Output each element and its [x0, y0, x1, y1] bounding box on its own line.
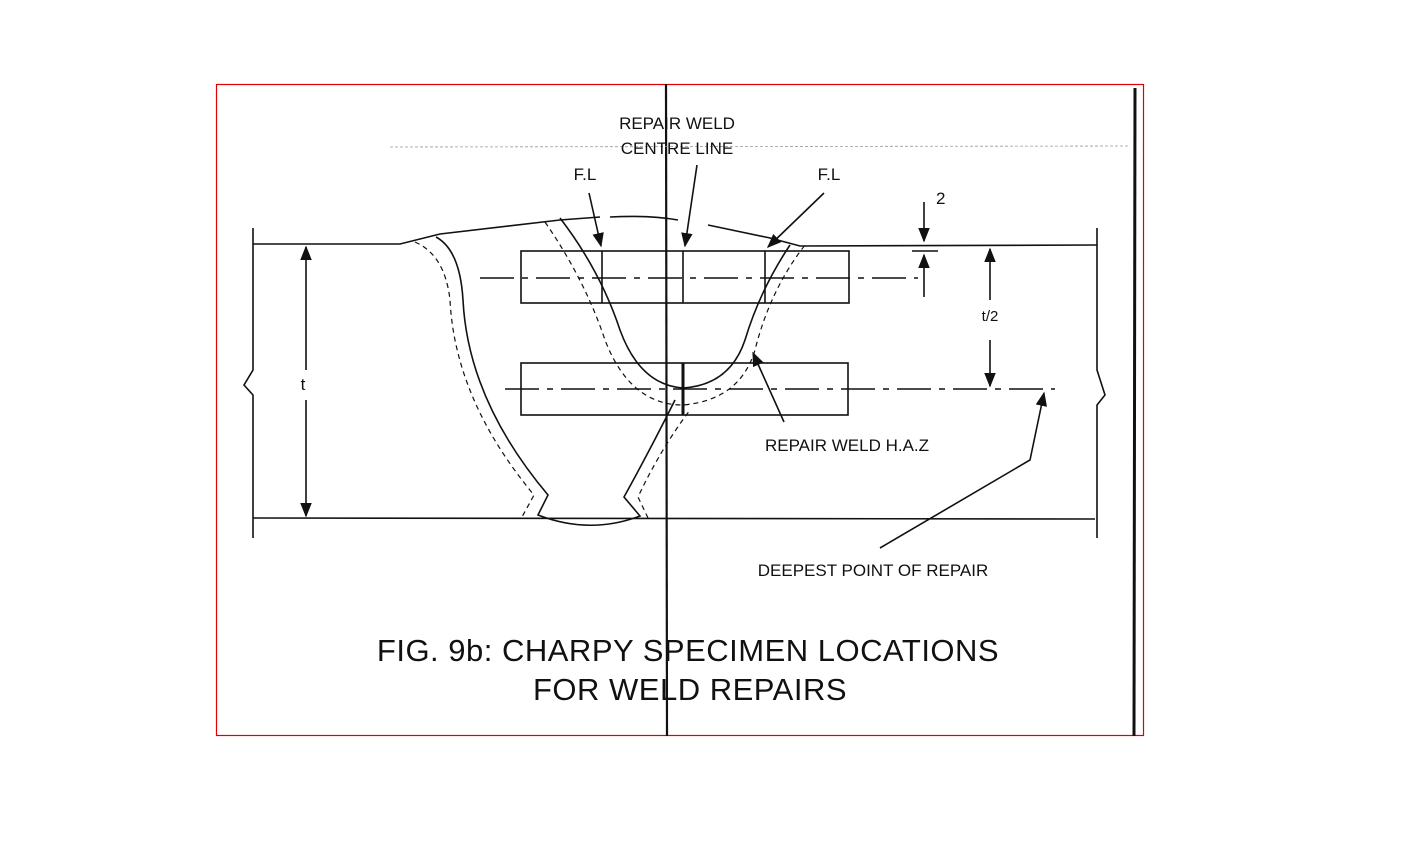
page-frame — [215, 83, 1145, 737]
label-thickness: t — [301, 375, 306, 394]
repair-weld — [544, 217, 806, 406]
label-fusion-line-right: F.L — [818, 165, 841, 184]
scan-edge-line — [1132, 87, 1137, 737]
leader-arrows — [300, 164, 1047, 549]
scan-faint-line — [389, 145, 1131, 148]
label-repair-weld: REPAIR WELD — [619, 114, 735, 133]
label-half-thickness: t/2 — [982, 308, 999, 325]
label-haz: REPAIR WELD H.A.Z — [765, 436, 929, 455]
specimen-top — [480, 250, 918, 304]
plate — [243, 215, 1106, 538]
figure-title-line1: FIG. 9b: CHARPY SPECIMEN LOCATIONS — [377, 633, 999, 668]
label-fusion-line-left: F.L — [574, 165, 597, 184]
label-deepest-point: DEEPEST POINT OF REPAIR — [758, 561, 989, 580]
label-offset-2: 2 — [936, 189, 945, 208]
specimen-bottom — [505, 362, 1055, 416]
figure-title-line2: FOR WELD REPAIRS — [533, 672, 847, 707]
scan-fold-line — [664, 83, 669, 737]
label-centre-line: CENTRE LINE — [621, 139, 733, 158]
original-weld — [414, 236, 691, 527]
